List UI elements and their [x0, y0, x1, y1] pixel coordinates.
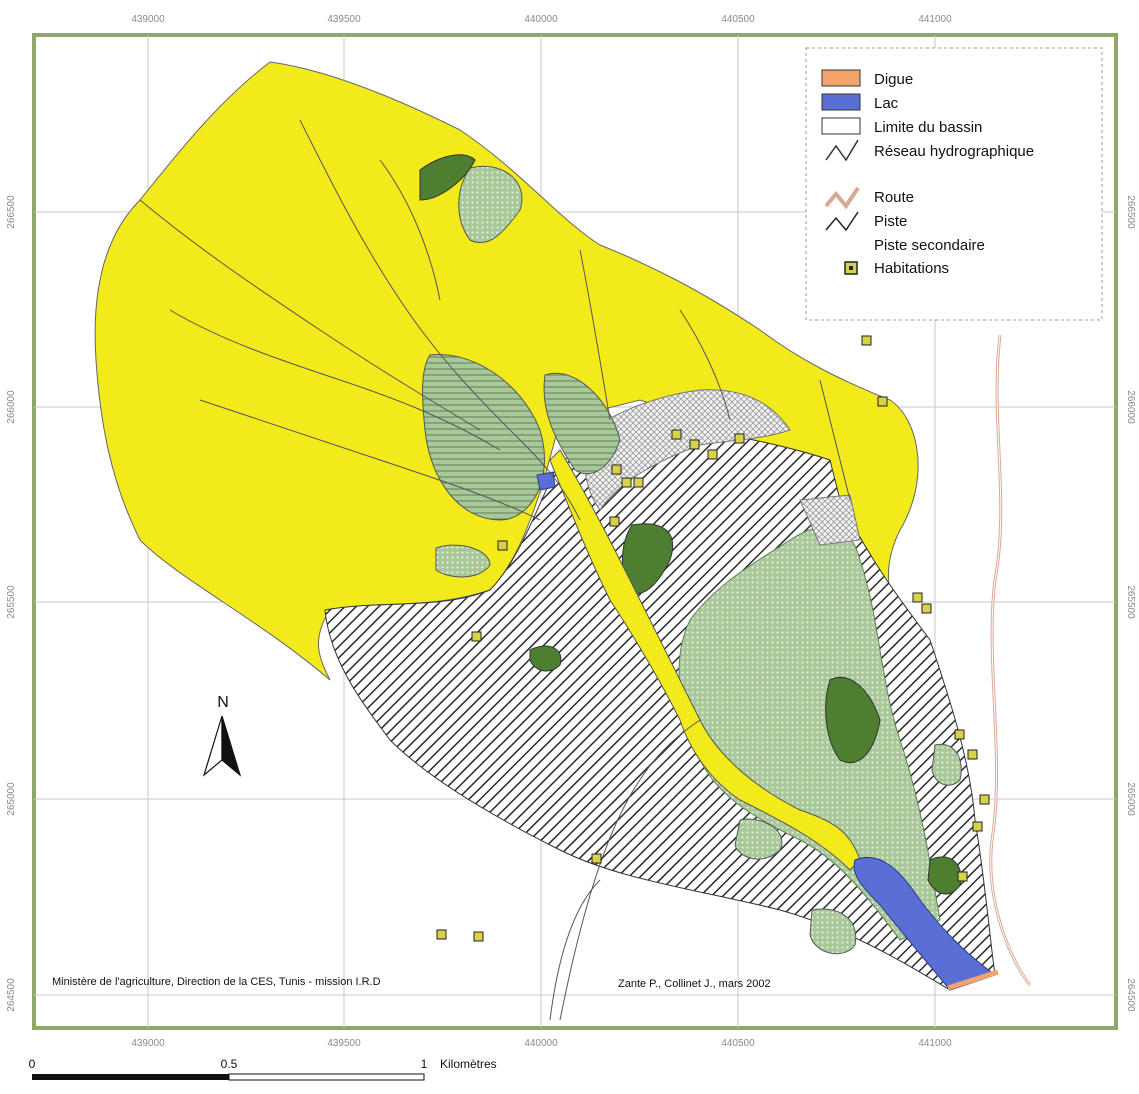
right-tick-label: 266500: [1125, 195, 1136, 229]
grid-labels-right: 266500 266000 265500 265000 264500: [1125, 195, 1136, 1012]
left-tick-label: 265500: [6, 585, 17, 619]
dwelling-icon: [967, 749, 978, 760]
dotted-green-patch: [734, 818, 783, 860]
grid-labels-top: 439000 439500 440000 440500 441000: [131, 14, 952, 25]
legend-label-digue: Digue: [874, 71, 913, 88]
dotted-green-patch: [931, 743, 962, 786]
legend-box: [805, 47, 1103, 321]
dark-green-patch: [419, 154, 476, 201]
digue-swatch: [821, 69, 861, 87]
stream-line-icon: [825, 139, 859, 162]
top-tick-label: 441000: [918, 14, 952, 25]
scale-bar-white-segment: [228, 1073, 425, 1081]
dwelling-icon: [972, 821, 983, 832]
dwelling-icon: [609, 516, 620, 527]
dwelling-icon: [912, 592, 923, 603]
dotted-green-patch: [809, 908, 857, 955]
road-line-inner: [990, 334, 1031, 986]
pale-crosshatch-zone-small: [799, 494, 861, 546]
striped-green-patch: [543, 372, 621, 475]
dwelling-icon-center: [849, 266, 853, 270]
credit-right: Zante P., Collinet J., mars 2002: [618, 978, 771, 990]
dwelling-icon: [436, 929, 447, 940]
bottom-tick-label: 439000: [131, 1038, 165, 1049]
dwelling-icon: [954, 729, 965, 740]
north-arrow: N: [202, 694, 242, 777]
dwelling-icon: [734, 433, 745, 444]
dwelling-icon: [707, 449, 718, 460]
dwelling-icon: [621, 477, 632, 488]
top-tick-label: 439000: [131, 14, 165, 25]
habitation-markers: [436, 335, 990, 942]
dike-line: [947, 969, 999, 991]
dwelling-icon: [611, 464, 622, 475]
dwelling-icon: [633, 477, 644, 488]
striped-green-patch: [422, 353, 545, 521]
dwelling-icon: [591, 853, 602, 864]
dwelling-icon: [921, 603, 932, 614]
track-line-icon: [825, 211, 859, 232]
dwelling-icon: [979, 794, 990, 805]
scale-label-half: 0.5: [221, 1057, 238, 1071]
stream-network: [139, 119, 851, 1021]
yellow-valley-channel: [549, 449, 861, 871]
legend-label-stream-network: Réseau hydrographique: [874, 143, 1034, 160]
legend-label-secondary-track: Piste secondaire: [874, 237, 985, 254]
dwelling-icon: [877, 396, 888, 407]
top-tick-label: 440500: [721, 14, 755, 25]
top-tick-label: 439500: [327, 14, 361, 25]
yellow-land-zone: [94, 61, 919, 681]
dwelling-icon: [861, 335, 872, 346]
dwelling-icon: [473, 931, 484, 942]
scale-bar: 0 0.5 1 Kilomètres: [29, 1057, 497, 1081]
dark-green-patch: [529, 645, 562, 672]
basin-boundary-swatch: [821, 117, 861, 135]
legend-label-road: Route: [874, 189, 914, 206]
dotted-green-patch: [435, 544, 491, 578]
dark-green-patch: [621, 523, 674, 595]
bottom-tick-label: 440500: [721, 1038, 755, 1049]
light-green-valley-zone: [678, 526, 941, 941]
left-tick-label: 265000: [6, 782, 17, 816]
legend-label-track: Piste: [874, 213, 907, 230]
dwelling-icon: [671, 429, 682, 440]
grid-labels-left: 266500 266000 265500 265000 264500: [6, 195, 17, 1012]
left-tick-label: 266000: [6, 390, 17, 424]
legend-label-lac: Lac: [874, 95, 899, 112]
north-arrow-label: N: [217, 694, 229, 711]
right-tick-label: 264500: [1125, 978, 1136, 1012]
map-legend: Digue Lac Limite du bassin Réseau hydrog…: [805, 47, 1103, 321]
pale-crosshatch-zone: [584, 389, 791, 511]
dwelling-icon: [471, 631, 482, 642]
scale-unit-label: Kilomètres: [440, 1057, 497, 1071]
dotted-green-patch: [458, 165, 523, 244]
left-tick-label: 264500: [6, 978, 17, 1012]
left-tick-label: 266500: [6, 195, 17, 229]
lac-swatch: [821, 93, 861, 111]
bottom-tick-label: 441000: [918, 1038, 952, 1049]
legend-label-habitations: Habitations: [874, 260, 949, 277]
road-line-icon: [824, 186, 860, 210]
dwelling-icon: [497, 540, 508, 551]
dark-green-patch: [825, 676, 881, 763]
grid-labels-bottom: 439000 439500 440000 440500 441000: [131, 1038, 952, 1049]
scale-label-0: 0: [29, 1057, 36, 1071]
north-arrow-icon-dark: [221, 715, 242, 777]
dark-green-patch: [927, 856, 962, 895]
right-tick-label: 265000: [1125, 782, 1136, 816]
legend-label-basin-limit: Limite du bassin: [874, 119, 982, 136]
scale-bar-black-segment: [32, 1074, 229, 1080]
bottom-tick-label: 440000: [524, 1038, 558, 1049]
small-lake-shape: [536, 471, 556, 491]
bottom-tick-label: 439500: [327, 1038, 361, 1049]
dwelling-icon: [957, 871, 968, 882]
credit-left: Ministère de l'agriculture, Direction de…: [52, 976, 381, 988]
right-tick-label: 266000: [1125, 390, 1136, 424]
right-tick-label: 265500: [1125, 585, 1136, 619]
dwelling-icon: [689, 439, 700, 450]
scale-label-1: 1: [421, 1057, 428, 1071]
top-tick-label: 440000: [524, 14, 558, 25]
